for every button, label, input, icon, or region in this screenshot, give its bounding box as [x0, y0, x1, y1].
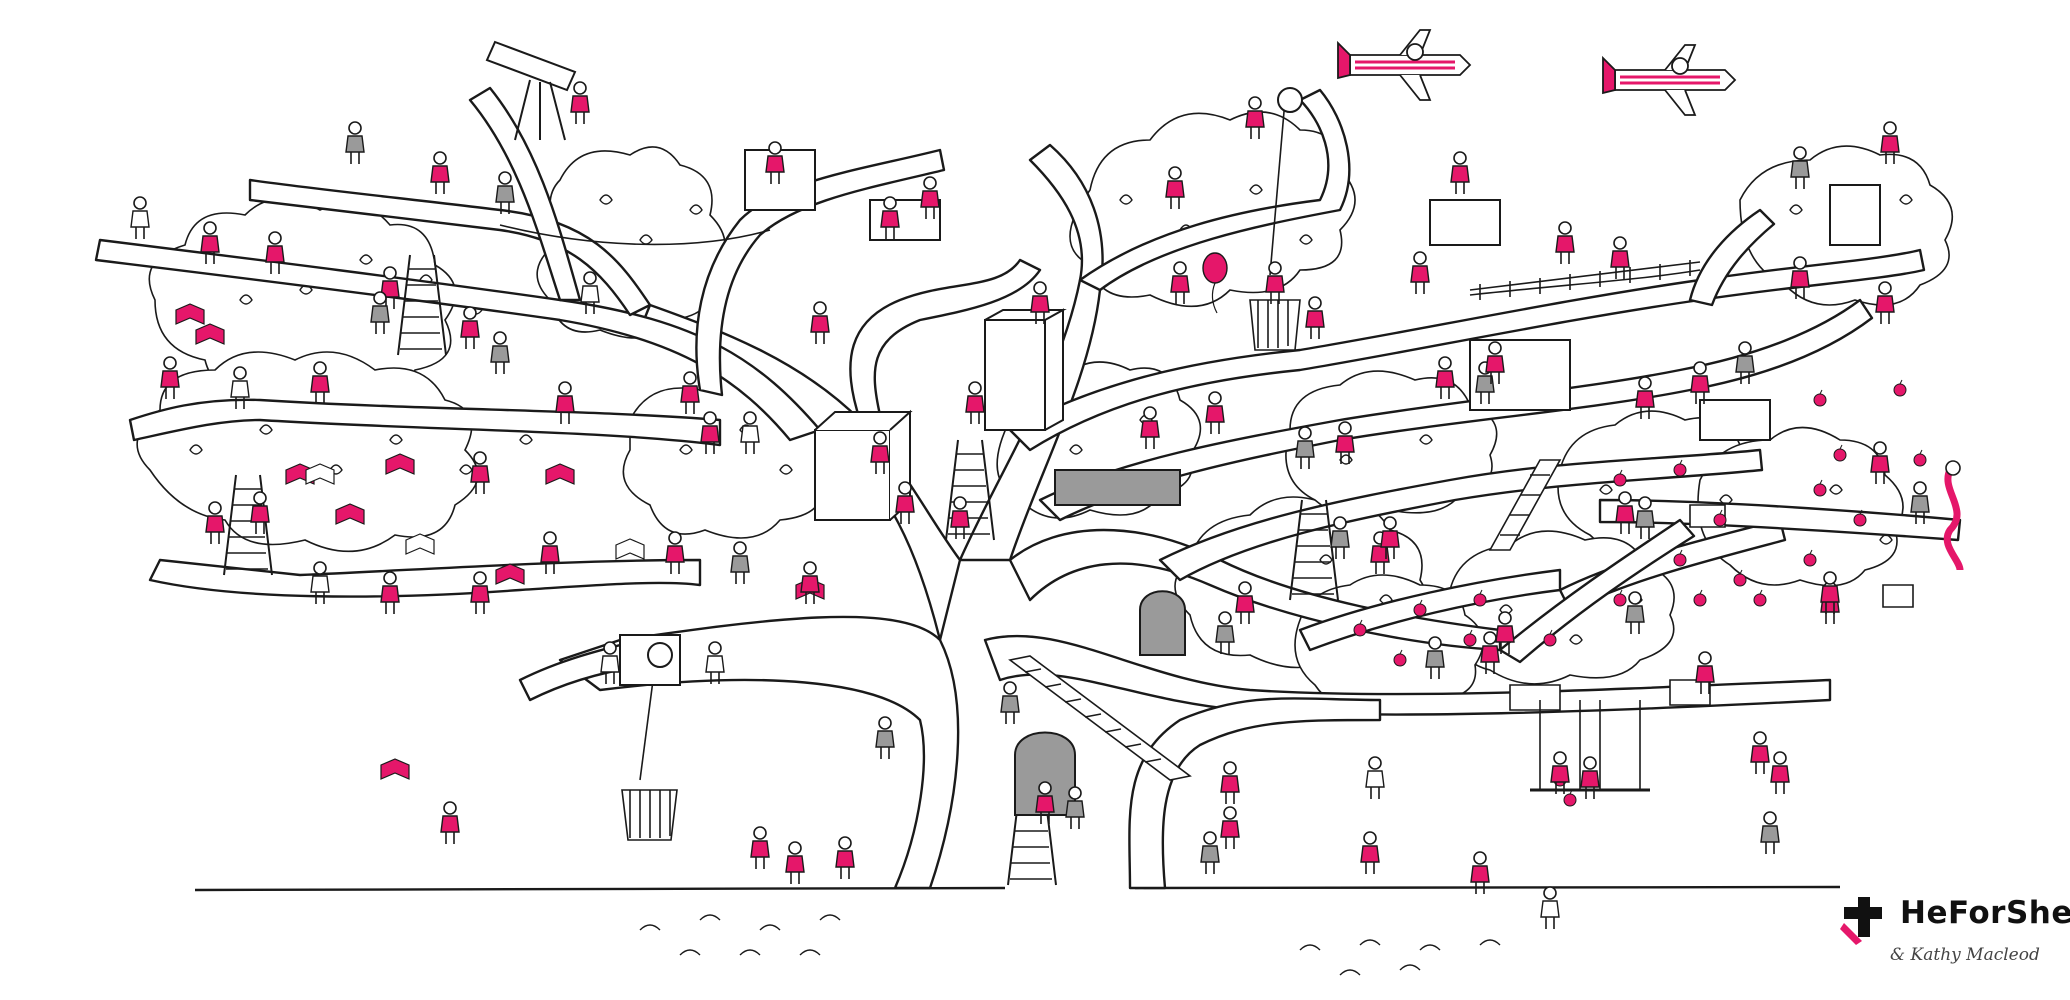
heforshe-symbol-icon: [1840, 897, 1882, 945]
worm-icon: [1943, 460, 1964, 571]
tree-trunk-branches: [94, 86, 1962, 890]
staircase: [1008, 459, 1562, 781]
heforshe-logo: HeForShe & Kathy Macleod: [1840, 895, 2070, 985]
swings: [1530, 700, 1650, 792]
logo-wordmark: HeForShe: [1900, 895, 2070, 931]
telescope-icon: [485, 40, 577, 141]
treehouses: [619, 87, 1881, 816]
baskets: [621, 299, 1914, 841]
airplane-icon: [1337, 29, 1472, 101]
artist-credit: & Kathy Macleod: [1890, 945, 2040, 965]
balloon-icon: [1202, 252, 1228, 314]
ground-line: [194, 885, 1841, 892]
ropes: [499, 99, 1701, 781]
sprouts: [639, 914, 1501, 976]
airplane-icon: [1602, 44, 1737, 116]
